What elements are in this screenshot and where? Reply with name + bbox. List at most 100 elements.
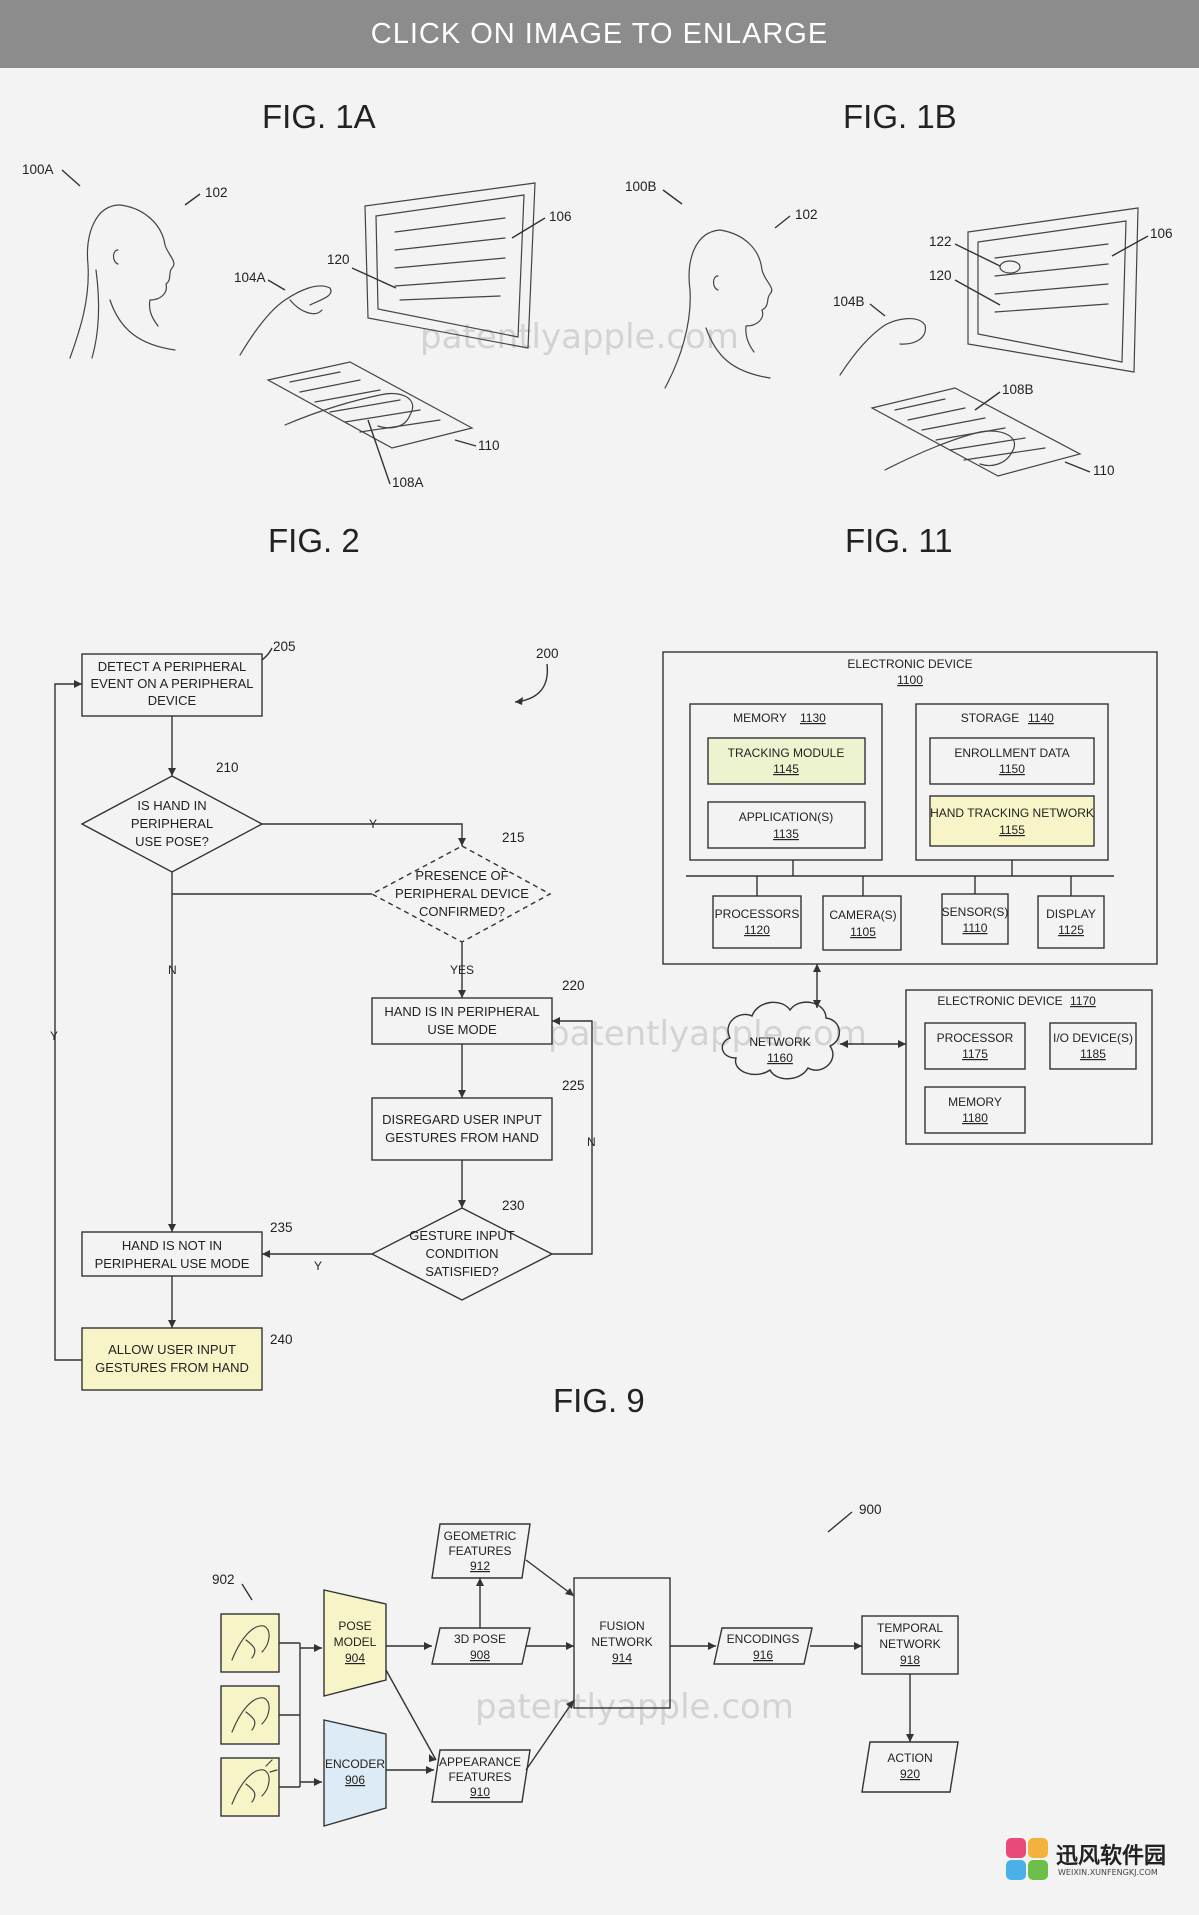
diagram-text: 230	[502, 1198, 525, 1213]
person-illustration	[69, 204, 176, 359]
diagram-text: HAND IS NOT IN	[122, 1238, 222, 1253]
diagram-text: 1105	[850, 925, 876, 939]
appearance-features-910	[431, 1749, 531, 1803]
diagram-text: 1130	[800, 711, 826, 725]
diagram-text: 3D POSE	[454, 1632, 506, 1646]
diagram-text: N	[168, 963, 177, 977]
ref-label: 104A	[234, 270, 266, 285]
diagram-text: POSE	[338, 1619, 371, 1633]
diagram-text: 220	[562, 978, 585, 993]
diagram-text: 215	[502, 830, 525, 845]
figure-9-pipeline: FIG. 9 900 902 POSE MODEL 904 ENCODER 90…	[212, 1382, 959, 1827]
hand-illustration	[839, 318, 927, 376]
geometric-features-912	[431, 1523, 531, 1579]
enlarge-banner[interactable]: CLICK ON IMAGE TO ENLARGE	[0, 0, 1199, 68]
diagram-text: 1185	[1080, 1047, 1106, 1061]
diagram-text: APPEARANCE	[439, 1755, 521, 1769]
diagram-text: ENROLLMENT DATA	[954, 746, 1069, 760]
diagram-text: DETECT A PERIPHERAL	[98, 659, 247, 674]
diagram-text: NETWORK	[749, 1035, 810, 1049]
action-920	[861, 1741, 959, 1793]
processor-1175	[924, 1022, 1026, 1070]
keyboard-illustration	[870, 387, 1082, 477]
figure-label: FIG. 1A	[262, 98, 376, 135]
diagram-text: CONFIRMED?	[419, 904, 505, 919]
ref-label: 104B	[833, 294, 865, 309]
tracking-module-1145	[707, 737, 866, 785]
electronic-device-1100	[662, 651, 1158, 965]
flow-step-240	[81, 1327, 263, 1391]
diagram-text: 240	[270, 1332, 293, 1347]
ref-label: 110	[478, 438, 500, 453]
diagram-text: Y	[314, 1259, 322, 1273]
hand-illustration	[239, 285, 332, 356]
electronic-device-1170	[905, 989, 1153, 1145]
ref-label: 110	[1093, 463, 1115, 478]
memory-1130	[689, 703, 883, 861]
diagram-text: FEATURES	[448, 1770, 511, 1784]
diagram-text: ELECTRONIC DEVICE	[937, 994, 1062, 1008]
diagram-text: 1175	[962, 1047, 988, 1061]
diagram-text: 906	[345, 1773, 365, 1787]
diagram-text: N	[587, 1135, 596, 1149]
diagram-text: NETWORK	[591, 1635, 652, 1649]
diagram-text: MEMORY	[733, 711, 787, 725]
diagram-text: NETWORK	[879, 1637, 940, 1651]
diagram-text: 914	[612, 1651, 632, 1665]
display-illustration	[967, 207, 1139, 373]
diagram-text: YES	[450, 963, 474, 977]
diagram-text: ELECTRONIC DEVICE	[847, 657, 972, 671]
display-illustration	[364, 182, 536, 349]
diagram-text: 205	[273, 639, 296, 654]
diagram-text: APPLICATION(S)	[739, 810, 833, 824]
cameras-1105	[822, 895, 902, 951]
site-logo[interactable]: 迅风软件园 WEIXIN.XUNFENGKJ.COM	[1004, 1828, 1194, 1908]
diagram-text: 1145	[773, 762, 799, 776]
patent-figures-sheet[interactable]: patentlyapple.com patentlyapple.com pate…	[0, 68, 1199, 1915]
app-logo-icon	[1006, 1838, 1048, 1880]
diagram-text: 918	[900, 1653, 920, 1667]
diagram-text: CONDITION	[426, 1246, 499, 1261]
diagram-text: Y	[369, 817, 377, 831]
diagram-text: 900	[859, 1502, 882, 1517]
logo-name: 迅风软件园	[1056, 1844, 1167, 1869]
diagram-text: 1140	[1028, 711, 1054, 725]
ref-label: 120	[327, 252, 350, 267]
diagram-text: DEVICE	[148, 693, 197, 708]
diagram-text: PROCESSORS	[715, 907, 800, 921]
diagram-text: DISREGARD USER INPUT	[382, 1112, 542, 1127]
diagram-text: 916	[753, 1648, 773, 1662]
diagram-text: ACTION	[887, 1751, 932, 1765]
diagram-text: TRACKING MODULE	[728, 746, 845, 760]
diagram-text: I/O DEVICE(S)	[1053, 1031, 1133, 1045]
watermark: patentlyapple.com	[548, 1014, 867, 1054]
network-cloud-1160	[721, 1001, 840, 1080]
hand-tracking-network-1155	[929, 795, 1095, 847]
enrollment-data-1150	[929, 737, 1095, 785]
diagram-text: EVENT ON A PERIPHERAL	[90, 676, 253, 691]
diagram-text: 1180	[962, 1111, 988, 1125]
processors-1120	[712, 895, 802, 949]
diagram-text: USE MODE	[427, 1022, 497, 1037]
diagram-text: MEMORY	[948, 1095, 1002, 1109]
diagram-text: DISPLAY	[1046, 907, 1096, 921]
applications-1135	[707, 801, 866, 849]
io-devices-1185	[1049, 1022, 1137, 1070]
diagram-text: 225	[562, 1078, 585, 1093]
diagram-text: PERIPHERAL DEVICE	[395, 886, 529, 901]
figure-label: FIG. 1B	[843, 98, 957, 135]
3d-pose-908	[431, 1627, 531, 1665]
ref-label: 102	[795, 207, 818, 222]
diagram-text: 1150	[999, 762, 1025, 776]
diagram-text: PERIPHERAL	[131, 816, 213, 831]
diagram-text: TEMPORAL	[877, 1621, 943, 1635]
diagram-text: GEOMETRIC	[444, 1529, 517, 1543]
diagram-text: GESTURES FROM HAND	[95, 1360, 249, 1375]
diagram-text: HAND TRACKING NETWORK	[930, 806, 1094, 820]
diagram-text: GESTURES FROM HAND	[385, 1130, 539, 1145]
diagram-text: 912	[470, 1559, 490, 1573]
diagram-text: ENCODER	[325, 1757, 385, 1771]
pose-model-904	[323, 1589, 387, 1697]
diagram-text: 1160	[767, 1051, 793, 1065]
diagram-text: Y	[50, 1029, 58, 1043]
